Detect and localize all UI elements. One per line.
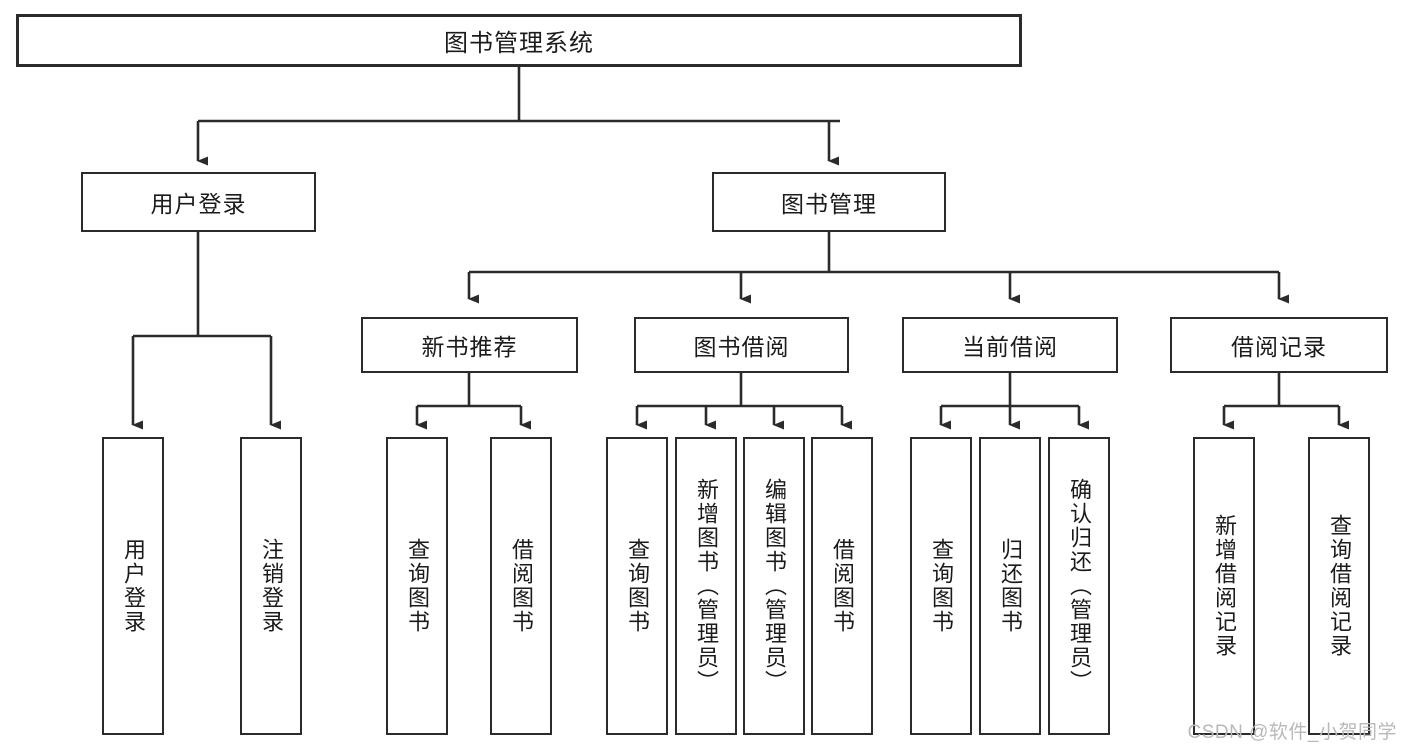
leaf-book-borrow-query-book[interactable]: 查询图书 [606,437,668,735]
node-label: 图书管理 [781,191,877,217]
leaf-current-borrow-query-book[interactable]: 查询图书 [910,437,972,735]
leaf-label: 新增图书（管理员） [693,478,719,694]
node-borrow-record[interactable]: 借阅记录 [1170,317,1388,373]
leaf-book-borrow-add-book-admin[interactable]: 新增图书（管理员） [675,437,737,735]
leaf-label: 查询图书 [404,538,430,634]
node-label: 借阅记录 [1231,334,1327,360]
leaf-current-borrow-return-book[interactable]: 归还图书 [979,437,1041,735]
leaf-new-book-query-book[interactable]: 查询图书 [386,437,448,735]
leaf-label: 确认归还（管理员） [1066,478,1092,694]
leaf-book-borrow-borrow-book[interactable]: 借阅图书 [811,437,873,735]
leaf-borrow-record-query-record[interactable]: 查询借阅记录 [1308,437,1370,735]
leaf-borrow-record-add-record[interactable]: 新增借阅记录 [1193,437,1255,735]
leaf-new-book-borrow-book[interactable]: 借阅图书 [490,437,552,735]
node-book-borrow[interactable]: 图书借阅 [634,317,849,373]
leaf-label: 编辑图书（管理员） [761,478,787,694]
leaf-user-login-logout[interactable]: 注销登录 [240,437,302,735]
leaf-label: 归还图书 [997,538,1023,634]
leaf-label: 查询借阅记录 [1326,514,1352,658]
node-label: 图书借阅 [693,334,790,360]
node-user-login[interactable]: 用户登录 [81,172,316,232]
node-label: 当前借阅 [962,334,1058,360]
leaf-label: 用户登录 [120,538,146,634]
leaf-label: 借阅图书 [508,538,534,634]
leaf-label: 新增借阅记录 [1211,514,1237,658]
node-root-book-management-system[interactable]: 图书管理系统 [16,14,1022,67]
leaf-book-borrow-edit-book-admin[interactable]: 编辑图书（管理员） [743,437,805,735]
node-current-borrow[interactable]: 当前借阅 [902,317,1118,373]
leaf-user-login-login[interactable]: 用户登录 [102,437,164,735]
leaf-label: 查询图书 [928,538,954,634]
node-book-management[interactable]: 图书管理 [712,172,946,232]
node-new-book-recommend[interactable]: 新书推荐 [361,317,578,373]
node-label: 新书推荐 [421,334,518,360]
leaf-current-borrow-confirm-return-admin[interactable]: 确认归还（管理员） [1048,437,1110,735]
watermark-text: CSDN @软件_小贺同学 [1187,722,1397,743]
node-label: 用户登录 [150,191,247,217]
leaf-label: 借阅图书 [829,538,855,634]
leaf-label: 注销登录 [258,538,284,634]
leaf-label: 查询图书 [624,538,650,634]
node-label: 图书管理系统 [444,30,594,57]
